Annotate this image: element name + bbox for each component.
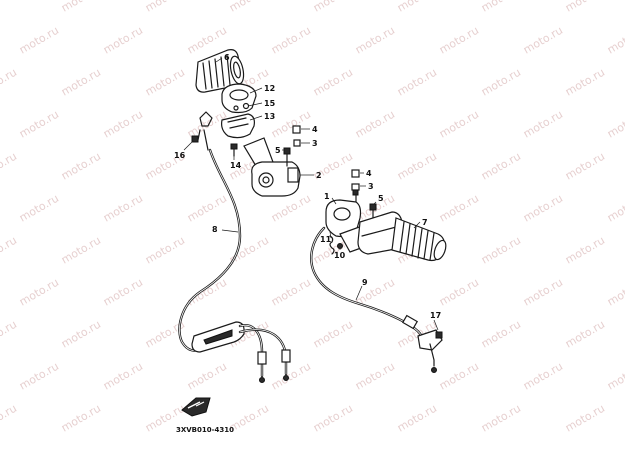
callout-17: 17: [430, 311, 441, 320]
callout-1: 1: [324, 192, 330, 201]
front-arrow-icon: [181, 397, 211, 417]
callout-16: 16: [174, 151, 186, 160]
callout-13: 13: [264, 112, 275, 121]
callout-9: 9: [362, 278, 368, 287]
diagram-code: 3XVB010-4310: [176, 426, 234, 434]
callout-15: 15: [264, 99, 276, 108]
brake-cable: [310, 226, 426, 346]
callout-4-left: 4: [312, 125, 318, 134]
throttle-cable: [178, 148, 291, 383]
cable-bracket: [417, 329, 443, 373]
callout-14: 14: [230, 161, 242, 170]
callout-7: 7: [422, 218, 428, 227]
throttle-housing-lower: [221, 113, 255, 139]
callout-12: 12: [264, 84, 275, 93]
callout-labels: 6 12 15 13 16 14 4 3 5 2 4 3 1 5 7 8 11 …: [174, 53, 441, 320]
handlebar-holder: [243, 137, 301, 197]
callout-10: 10: [334, 251, 346, 260]
cable-adjuster: [191, 111, 213, 151]
throttle-grip: [195, 49, 245, 93]
callout-6: 6: [224, 53, 230, 62]
bolt-5-right: [369, 203, 377, 219]
callout-5-left: 5: [275, 146, 281, 155]
throttle-housing-upper: [221, 83, 257, 114]
callout-3-right: 3: [368, 182, 374, 191]
callout-5-right: 5: [378, 194, 384, 203]
callout-11: 11: [320, 235, 332, 244]
lever-spring: [329, 235, 343, 255]
callout-2: 2: [316, 171, 322, 180]
leader-lines: [183, 57, 439, 331]
bolt-set-left: [283, 125, 301, 167]
callout-8: 8: [212, 225, 218, 234]
right-grip: [391, 217, 447, 262]
bolt-14: [230, 143, 238, 157]
screw-15: [233, 102, 250, 111]
callout-4-right: 4: [366, 169, 372, 178]
callout-3-left: 3: [312, 139, 318, 148]
bolt-set-right: [351, 169, 360, 205]
